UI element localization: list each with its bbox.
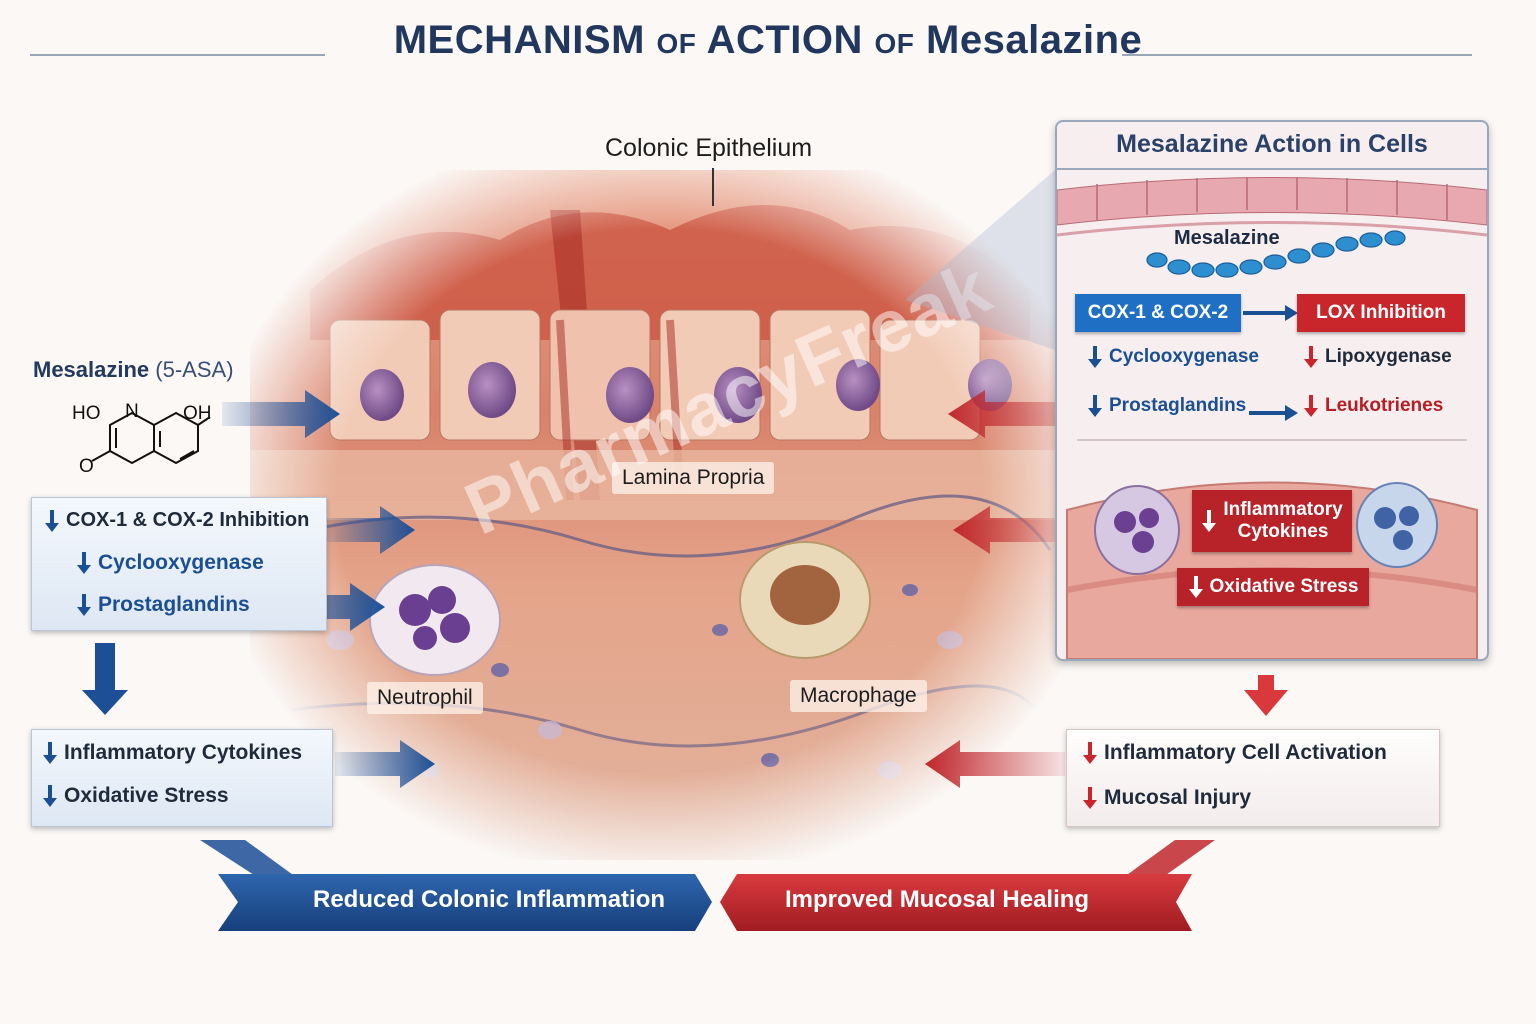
left-cytokine-box (31, 729, 333, 827)
down-arrow-icon (1088, 346, 1102, 368)
tag-cytokines-line2: Cytokines (1237, 521, 1329, 542)
left-prostaglandins: Prostaglandins (76, 593, 250, 617)
down-arrow-icon (1083, 787, 1097, 809)
title-rule-right (1122, 54, 1472, 56)
lamina-propria-label: Lamina Propria (612, 462, 775, 494)
right-mucosal-injury: Mucosal Injury (1082, 786, 1251, 810)
neutrophil-label: Neutrophil (367, 682, 483, 714)
left-cyclooxygenase: Cyclooxygenase (76, 551, 264, 575)
panel-lipoxygenase: Lipoxygenase (1303, 346, 1452, 368)
panel-title-rule (1057, 168, 1487, 170)
tag-cytokines-line1: Inflammatory (1223, 499, 1343, 520)
drug-abbrev: (5-ASA) (155, 357, 234, 382)
down-arrow-icon (1088, 395, 1102, 417)
down-arrow-icon (45, 509, 59, 532)
right-inflammatory-cell-activation: Inflammatory Cell Activation (1082, 741, 1387, 765)
left-cox-inhibition: COX-1 & COX-2 Inhibition (44, 509, 309, 532)
prostaglandin-to-leukotriene-arrow (1249, 405, 1298, 421)
panel-leukotrienes: Leukotrienes (1303, 395, 1443, 417)
colonic-epithelium-label: Colonic Epithelium (605, 134, 813, 162)
epithelium-pointer (712, 168, 714, 206)
chem-ho: HO (72, 403, 101, 424)
panel-prostaglandins: Prostaglandins (1087, 395, 1246, 417)
drug-name: Mesalazine (5-ASA) (33, 357, 234, 383)
banner-reduced-inflammation: Reduced Colonic Inflammation (313, 886, 666, 913)
title-rule-left (30, 54, 325, 56)
down-arrow-icon (77, 552, 91, 574)
down-arrow-icon (1188, 576, 1203, 598)
macrophage-label: Macrophage (790, 680, 927, 712)
down-arrow-icon (43, 742, 57, 764)
page-title: MECHANISM OF ACTION OF Mesalazine (393, 18, 1143, 62)
down-arrow-icon (1083, 742, 1097, 764)
panel-title: Mesalazine Action in Cells (1116, 130, 1428, 158)
chem-oh: OH (183, 403, 212, 424)
tag-inflammatory-cytokines: Inflammatory Cytokines (1192, 490, 1352, 552)
tag-cox: COX-1 & COX-2 (1075, 294, 1241, 332)
banner-mucosal-healing: Improved Mucosal Healing (785, 886, 1090, 913)
cell-action-panel: Mesalazine Action in Cells Mesalazine CO… (1055, 120, 1489, 661)
chemical-structure (91, 411, 211, 465)
panel-cyclooxygenase: Cyclooxygenase (1087, 346, 1259, 368)
tag-oxidative-stress: Oxidative Stress (1177, 568, 1369, 606)
panel-molecule-label: Mesalazine (1174, 227, 1280, 249)
down-arrow-icon (1202, 510, 1217, 532)
cox-to-lox-arrow (1243, 305, 1298, 321)
down-arrow-icon (1304, 395, 1318, 417)
down-arrow-icon (77, 594, 91, 616)
chem-n: N (125, 401, 139, 422)
right-outcome-box (1066, 729, 1440, 827)
chem-o: O (79, 456, 94, 477)
left-oxidative-stress: Oxidative Stress (42, 784, 229, 808)
panel-membrane-illustration (1057, 177, 1487, 659)
down-arrow-icon (43, 785, 57, 807)
down-arrow-icon (1304, 346, 1318, 368)
left-inflammatory-cytokines: Inflammatory Cytokines (42, 741, 302, 765)
drug-name-text: Mesalazine (33, 357, 150, 382)
tag-lox: LOX Inhibition (1297, 294, 1465, 332)
